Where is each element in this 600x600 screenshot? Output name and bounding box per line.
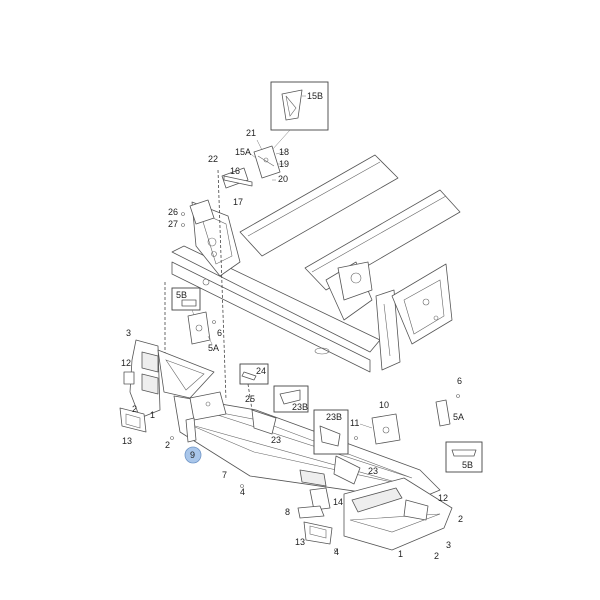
callout-23-a: 23 [271, 435, 281, 445]
inset-box-15B: 15B [270, 81, 329, 131]
bumper-corner-left: 3 12 1 [121, 328, 215, 420]
callout-1-left: 1 [150, 410, 155, 420]
parts-23-25: 24 25 23 23B 23B 23 [239, 363, 378, 485]
callout-5A-right: 5A [453, 412, 464, 422]
callout-11: 11 [350, 418, 359, 428]
callout-17: 17 [233, 197, 243, 207]
callout-18: 18 [279, 147, 289, 157]
callout-4-a: 4 [240, 487, 245, 497]
callout-4-b: 4 [334, 547, 339, 557]
callout-15A: 15A [235, 147, 251, 157]
callout-5B-right: 5B [462, 460, 473, 470]
inset-box-5B-right: 5B [445, 441, 483, 473]
callout-3-left: 3 [126, 328, 131, 338]
rod-parts-16-22: 22 16 17 26 27 [168, 154, 253, 401]
callout-7: 7 [222, 470, 227, 480]
callout-15B: 15B [307, 91, 323, 101]
callout-27: 27 [168, 219, 178, 229]
callout-19: 19 [279, 159, 289, 169]
callout-1-right: 1 [398, 549, 403, 559]
callout-21: 21 [246, 128, 256, 138]
callout-2-right-b: 2 [434, 551, 439, 561]
callout-6-right: 6 [457, 376, 462, 386]
callout-2-left-a: 2 [132, 404, 137, 414]
callout-20: 20 [278, 174, 288, 184]
callout-24: 24 [256, 366, 266, 376]
inset-box-5B-left: 5B [171, 287, 201, 321]
callout-3-right: 3 [446, 540, 451, 550]
bottom-center-parts: 7 4 14 8 13 4 [222, 470, 343, 557]
main-bumper-beam [173, 391, 441, 511]
callout-22: 22 [208, 154, 218, 164]
callout-12-left: 12 [121, 358, 131, 368]
callout-16: 16 [230, 166, 240, 176]
callout-23B-b: 23B [326, 412, 342, 422]
callout-2-right-a: 2 [458, 514, 463, 524]
bracket-5A-left: 5A 6 [187, 311, 222, 353]
callout-8: 8 [285, 507, 290, 517]
callout-13-left: 13 [122, 436, 132, 446]
callout-10: 10 [379, 400, 389, 410]
callout-23B-a: 23B [292, 402, 308, 412]
foglamp-trim-13-left: 13 2 2 [119, 404, 174, 450]
callout-6-left: 6 [217, 328, 222, 338]
callout-2-left-b: 2 [165, 440, 170, 450]
bracket-10-11: 10 11 [350, 400, 401, 445]
callout-23-b: 23 [368, 466, 378, 476]
callout-12-right: 12 [438, 493, 448, 503]
callout-25: 25 [245, 394, 255, 404]
callout-5A-left: 5A [208, 343, 219, 353]
highlight-callout-9: 9 [184, 417, 202, 464]
bumper-corner-right: 12 2 3 2 1 [343, 477, 463, 561]
chassis-frame [171, 154, 461, 373]
bracket-assembly-15A: 21 15A 18 19 20 [235, 128, 289, 184]
callout-5B-left: 5B [176, 290, 187, 300]
callout-9: 9 [190, 450, 195, 460]
callout-13-right: 13 [295, 537, 305, 547]
bracket-5A-right: 6 5A [435, 376, 464, 427]
callout-14: 14 [333, 497, 343, 507]
callout-26: 26 [168, 207, 178, 217]
